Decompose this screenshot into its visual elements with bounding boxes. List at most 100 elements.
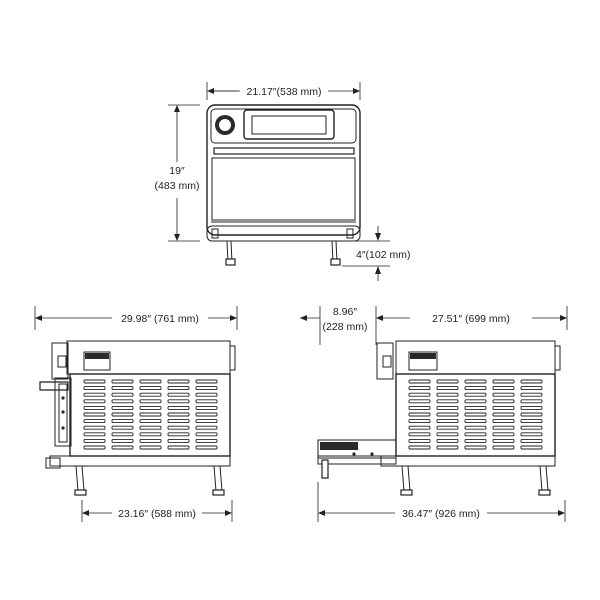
vent-slot	[464, 379, 487, 384]
vent-slot	[464, 425, 487, 430]
vent-slot	[436, 438, 459, 443]
vent-slot	[139, 379, 162, 384]
vent-slot	[83, 419, 106, 424]
vent-slot	[408, 445, 431, 450]
front-width-label: 21.17″(538 mm)	[247, 86, 322, 98]
open-total-depth-label: 36.47″ (926 mm)	[402, 508, 480, 520]
vent-slot	[195, 432, 218, 437]
open-depth-label: 27.51″ (699 mm)	[432, 313, 510, 325]
vent-slot	[520, 399, 543, 404]
vent-slot	[167, 432, 190, 437]
vent-slot	[520, 379, 543, 384]
open-door-view: 8.96″ (228 mm) 27.51″ (699 mm)	[300, 306, 568, 522]
vent-slot	[195, 386, 218, 391]
vent-slot	[436, 379, 459, 384]
vent-slot	[408, 412, 431, 417]
vent-slot	[111, 412, 134, 417]
vent-slot	[520, 438, 543, 443]
vent-slot	[111, 438, 134, 443]
vent-slot	[111, 432, 134, 437]
vent-slot	[520, 425, 543, 430]
vent-slot	[464, 386, 487, 391]
leg-height-label: 4″(102 mm)	[356, 249, 410, 261]
vent-slot	[111, 425, 134, 430]
vent-slot	[111, 419, 134, 424]
vent-slot	[83, 438, 106, 443]
vent-slot	[195, 445, 218, 450]
vent-slot	[195, 419, 218, 424]
vent-slot	[436, 432, 459, 437]
vent-slot	[408, 386, 431, 391]
vent-slot	[111, 379, 134, 384]
vent-slot	[195, 405, 218, 410]
vent-slot	[520, 445, 543, 450]
vent-slot	[111, 405, 134, 410]
vent-slot	[436, 419, 459, 424]
vent-slot	[492, 412, 515, 417]
vent-slot	[83, 386, 106, 391]
vent-slot	[195, 379, 218, 384]
vent-slot	[408, 419, 431, 424]
vent-slot	[167, 412, 190, 417]
vent-slot	[111, 445, 134, 450]
vent-slot	[195, 392, 218, 397]
vent-slot	[167, 405, 190, 410]
vent-slot	[492, 445, 515, 450]
vent-slot	[167, 392, 190, 397]
vent-slot	[436, 445, 459, 450]
vent-slot	[139, 438, 162, 443]
vent-slot	[408, 379, 431, 384]
vent-slot	[464, 419, 487, 424]
front-height-mm-label: (483 mm)	[155, 180, 200, 192]
vent-slot	[408, 392, 431, 397]
vent-slot	[436, 386, 459, 391]
vent-slot	[167, 386, 190, 391]
vent-slot	[408, 405, 431, 410]
vent-slot	[464, 412, 487, 417]
vent-slot	[492, 405, 515, 410]
vent-slot	[436, 405, 459, 410]
vent-slot	[167, 438, 190, 443]
open-door-in-label: 8.96″	[333, 306, 357, 318]
vent-slot	[492, 399, 515, 404]
vent-slot	[111, 386, 134, 391]
vent-slot	[111, 392, 134, 397]
side-depth-label: 29.98″ (761 mm)	[121, 313, 199, 325]
vent-slot	[167, 419, 190, 424]
vent-slot	[408, 438, 431, 443]
vent-slot	[139, 392, 162, 397]
vent-slot	[83, 412, 106, 417]
front-body	[206, 104, 361, 236]
vent-slot	[167, 399, 190, 404]
vent-slot	[83, 432, 106, 437]
vent-slot	[436, 392, 459, 397]
vent-slot	[464, 399, 487, 404]
vent-slot	[167, 379, 190, 384]
vent-slot	[464, 438, 487, 443]
vent-slot	[492, 379, 515, 384]
vent-slot	[464, 432, 487, 437]
vent-slot	[492, 419, 515, 424]
vent-slot	[520, 412, 543, 417]
vent-slot	[139, 445, 162, 450]
vent-slot	[167, 425, 190, 430]
vent-slot	[139, 386, 162, 391]
vent-slot	[492, 425, 515, 430]
vent-slot	[83, 445, 106, 450]
vent-slot	[83, 425, 106, 430]
vent-slot	[492, 392, 515, 397]
vent-slot	[464, 445, 487, 450]
vent-slot	[195, 399, 218, 404]
vent-slot	[83, 399, 106, 404]
door-handle	[213, 147, 355, 155]
vent-slot	[83, 392, 106, 397]
vent-slot	[492, 386, 515, 391]
vent-slot	[139, 425, 162, 430]
vent-slot	[111, 399, 134, 404]
vent-slot	[464, 405, 487, 410]
front-view: 21.17″(538 mm) 19″ (483 mm) 4″(102 mm)	[155, 82, 410, 281]
side-view: 29.98″ (761 mm)	[34, 306, 238, 522]
vent-slot	[408, 399, 431, 404]
display-panel	[243, 109, 335, 140]
